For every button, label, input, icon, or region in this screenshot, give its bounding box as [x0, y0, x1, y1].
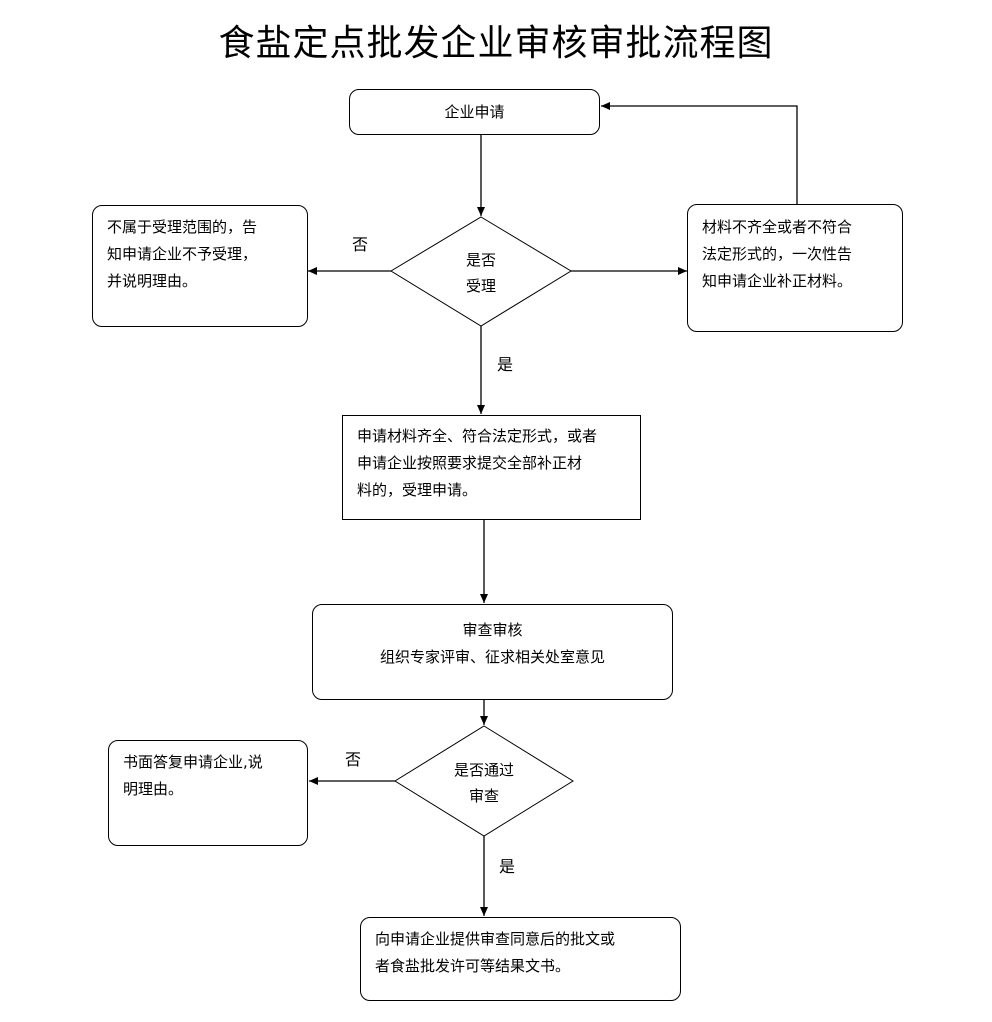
apply-label: 企业申请 — [444, 103, 505, 121]
arrow-supplement-to-apply — [601, 102, 798, 204]
review-line-2: 组织专家评审、征求相关处室意见 — [379, 648, 605, 666]
pass-no-label: 否 — [345, 750, 362, 769]
pass-decision-label: 是否通过 审查 — [434, 757, 534, 809]
accept-decision-label: 是否 受理 — [431, 247, 531, 299]
reject-node: 不属于受理范围的，告 知申请企业不予受理， 并说明理由。 — [92, 205, 308, 327]
reject-line-3: 并说明理由。 — [107, 272, 198, 290]
supplement-line-3: 知申请企业补正材料。 — [702, 272, 853, 290]
supplement-line-1: 材料不齐全或者不符合 — [702, 218, 853, 236]
pass-decision-line-1: 是否通过 — [453, 761, 514, 779]
pass-yes-label: 是 — [499, 857, 516, 876]
accept-line-3: 料的，受理申请。 — [357, 481, 478, 499]
supplement-node: 材料不齐全或者不符合 法定形式的，一次性告 知申请企业补正材料。 — [687, 204, 903, 332]
accept-yes-label: 是 — [497, 355, 514, 374]
result-node: 向申请企业提供审查同意后的批文或 者食盐批发许可等结果文书。 — [360, 917, 681, 1001]
accept-no-label: 否 — [352, 235, 369, 254]
review-node: 审查审核 组织专家评审、征求相关处室意见 — [312, 604, 673, 700]
result-line-2: 者食盐批发许可等结果文书。 — [375, 957, 571, 975]
review-line-1: 审查审核 — [462, 621, 523, 639]
result-line-1: 向申请企业提供审查同意后的批文或 — [375, 930, 616, 948]
supplement-line-2: 法定形式的，一次性告 — [702, 245, 853, 263]
accept-decision-line-1: 是否 — [465, 251, 496, 269]
apply-node: 企业申请 — [349, 89, 600, 135]
written-reply-node: 书面答复申请企业,说 明理由。 — [108, 740, 308, 846]
accept-decision-line-2: 受理 — [465, 277, 496, 295]
pass-decision-line-2: 审查 — [468, 787, 499, 805]
reject-line-1: 不属于受理范围的，告 — [107, 218, 258, 236]
accept-node: 申请材料齐全、符合法定形式，或者 申请企业按照要求提交全部补正材 料的，受理申请… — [342, 415, 641, 520]
reject-line-2: 知申请企业不予受理， — [107, 245, 258, 263]
page-title: 食盐定点批发企业审核审批流程图 — [218, 23, 774, 64]
written-reply-line-1: 书面答复申请企业,说 — [123, 753, 263, 771]
accept-line-1: 申请材料齐全、符合法定形式，或者 — [357, 427, 598, 445]
accept-line-2: 申请企业按照要求提交全部补正材 — [357, 454, 583, 472]
written-reply-line-2: 明理由。 — [123, 780, 184, 798]
